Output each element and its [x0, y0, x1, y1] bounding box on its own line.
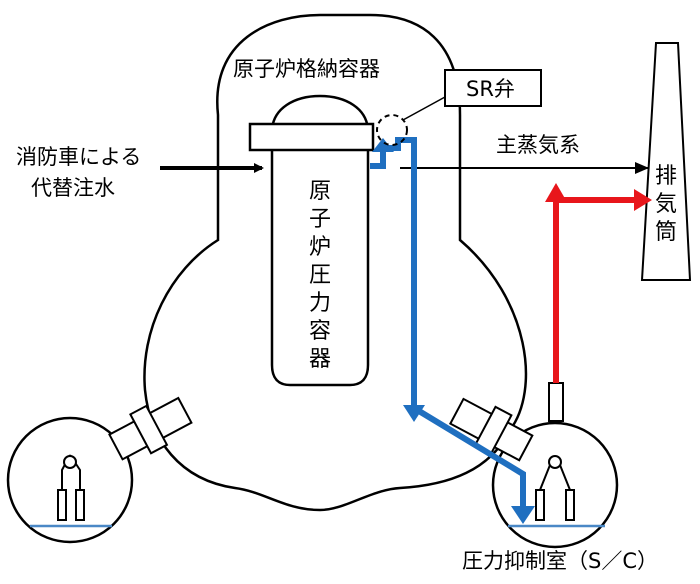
rpv-label-char: 器 — [309, 347, 331, 372]
rpv-label-char: 原 — [309, 179, 331, 204]
vent-pipe-right — [448, 397, 534, 462]
rpv-label-char: 炉 — [309, 235, 331, 260]
vent-line-stub — [548, 382, 564, 422]
red-arrow-right — [634, 189, 652, 211]
blue-arrow-down-mid — [403, 405, 425, 422]
exhaust-stack-label-char: 気 — [655, 192, 677, 217]
exhaust-stack-label-char: 筒 — [655, 220, 677, 245]
downcomer-left — [57, 454, 85, 521]
downcomer-right — [535, 455, 575, 521]
reactor-pressure-vessel — [270, 94, 370, 387]
fire-engine-label-line1: 消防車による — [16, 145, 141, 169]
sr-valve-label: SR弁 — [466, 77, 515, 101]
blue-arrow-down-pool — [511, 506, 535, 524]
sr-valve-marker-icon — [376, 114, 408, 146]
main-steam-label: 主蒸気系 — [496, 133, 580, 157]
rpv-label-char: 容 — [309, 319, 331, 344]
sr-valve-label-box — [444, 69, 542, 107]
vent-pipe-left — [108, 396, 193, 461]
rpv-label-char: 力 — [309, 291, 331, 316]
torus-left — [6, 416, 134, 544]
red-arrow-up — [545, 183, 567, 202]
sr-callout-line — [402, 96, 446, 121]
red-flow-path — [553, 197, 640, 383]
rpv-flange — [248, 122, 375, 152]
blue-flow-path — [370, 137, 526, 510]
fire-engine-label-line2: 代替注水 — [31, 176, 115, 200]
exhaust-stack-label-char: 排 — [655, 164, 677, 189]
containment-vessel-label: 原子炉格納容器 — [233, 57, 380, 81]
rpv-label-char: 圧 — [309, 263, 331, 288]
suppression-chamber-label: 圧力抑制室（S／C） — [462, 549, 658, 573]
blue-arrow-up — [372, 138, 394, 152]
rpv-label-char: 子 — [309, 207, 331, 232]
